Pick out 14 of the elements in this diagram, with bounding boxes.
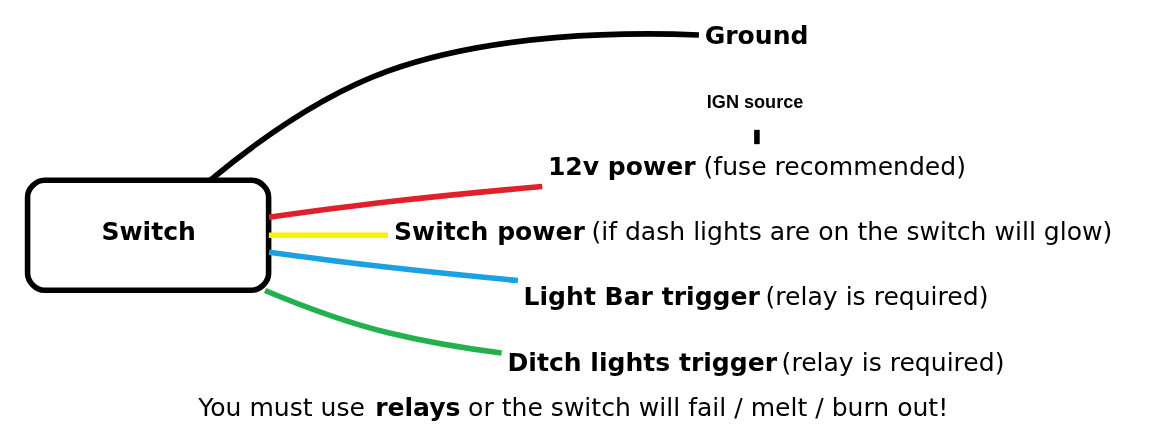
node-text: 12v power (fuse recommended) [547, 151, 966, 181]
node-box: Switch [24, 177, 271, 294]
caption: You must use relays or the switch will fail / melt / burn out! [197, 392, 948, 422]
connector [263, 287, 502, 356]
connector [268, 183, 543, 220]
node-text: IGN source [706, 91, 803, 112]
node-text: Switch power (if dash lights are on the switch will glow) [393, 216, 1112, 246]
connector [268, 232, 388, 239]
connector [753, 129, 760, 145]
connector [208, 31, 699, 183]
node-text: Ground [704, 20, 808, 50]
node-text: Ditch lights trigger (relay is required) [507, 347, 1004, 377]
connector [268, 249, 518, 284]
node-text: Light Bar trigger (relay is required) [523, 282, 988, 312]
